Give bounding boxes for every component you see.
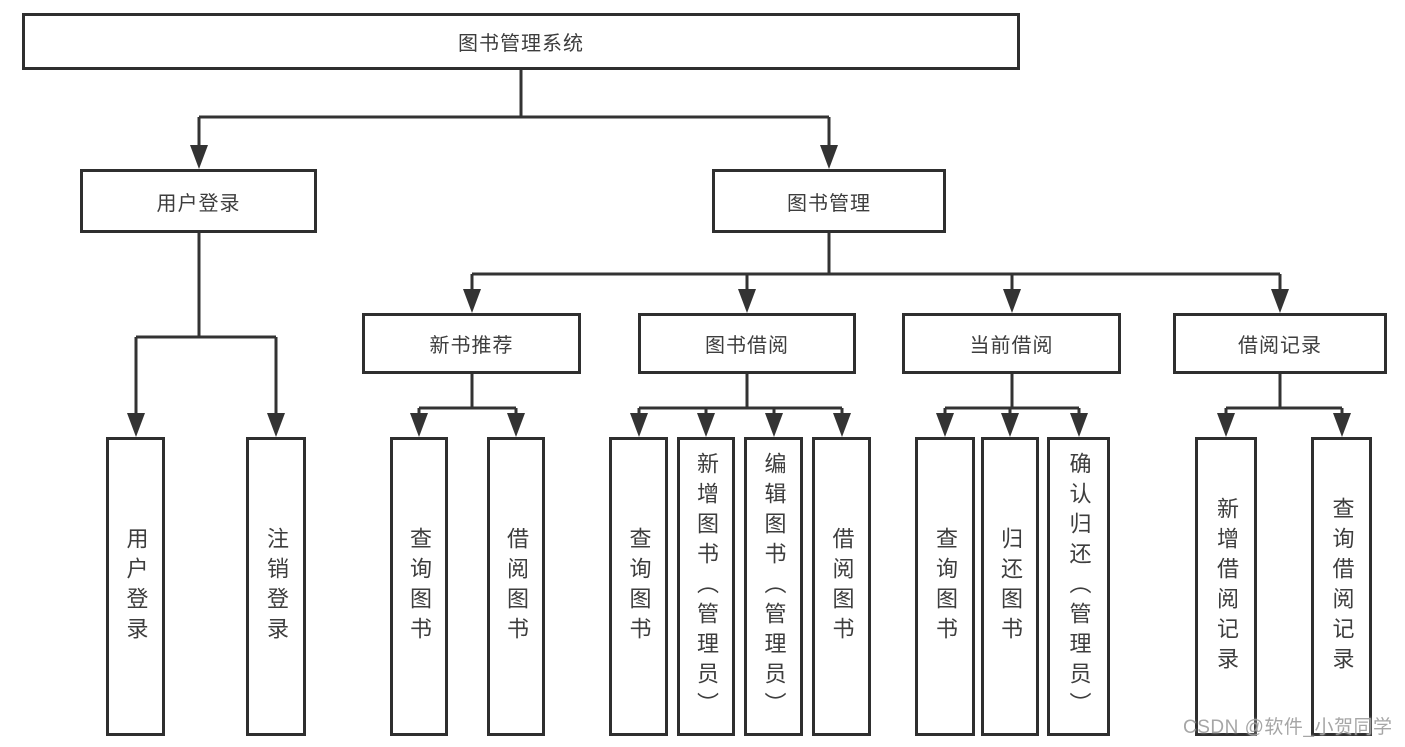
leaf-borrow-books-recommend: 借阅图书 [487, 437, 545, 736]
node-book-management: 图书管理 [712, 169, 946, 233]
node-book-borrowing: 图书借阅 [638, 313, 856, 374]
leaf-add-borrow-record: 新增借阅记录 [1195, 437, 1257, 736]
leaf-edit-book-admin: 编辑图书（管理员） [744, 437, 803, 736]
leaf-query-books-current: 查询图书 [915, 437, 975, 736]
leaf-borrow-books-borrowing: 借阅图书 [812, 437, 871, 736]
csdn-watermark: CSDN @软件_小贺同学 [1183, 717, 1393, 738]
leaf-user-login: 用户登录 [106, 437, 165, 736]
leaf-add-book-admin: 新增图书（管理员） [677, 437, 735, 736]
node-borrow-records: 借阅记录 [1173, 313, 1387, 374]
leaf-query-books-recommend: 查询图书 [390, 437, 448, 736]
leaf-return-book: 归还图书 [981, 437, 1039, 736]
node-user-login: 用户登录 [80, 169, 317, 233]
leaf-logout: 注销登录 [246, 437, 306, 736]
leaf-confirm-return-admin: 确认归还（管理员） [1047, 437, 1110, 736]
leaf-query-books-borrowing: 查询图书 [609, 437, 668, 736]
node-current-borrowing: 当前借阅 [902, 313, 1121, 374]
node-root-system: 图书管理系统 [22, 13, 1020, 70]
arrowheads [127, 145, 1351, 437]
node-new-book-recommend: 新书推荐 [362, 313, 581, 374]
tree-edges [134, 70, 1344, 415]
leaf-query-borrow-record: 查询借阅记录 [1311, 437, 1372, 736]
